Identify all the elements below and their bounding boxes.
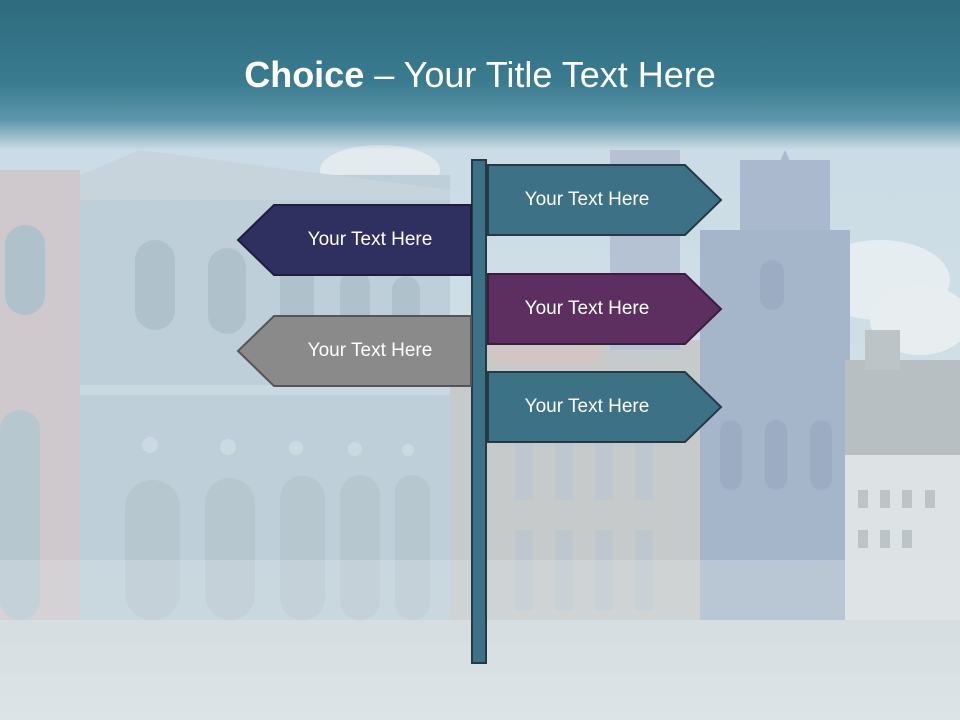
right-arrow-shape	[487, 273, 723, 345]
left-arrow-shape	[236, 204, 472, 276]
sign-2[interactable]: Your Text Here	[236, 204, 472, 276]
sign-1-label: Your Text Here	[524, 189, 650, 210]
sign-4-label: Your Text Here	[307, 340, 433, 361]
sign-1[interactable]: Your Text Here	[487, 164, 723, 236]
right-arrow-shape	[487, 371, 723, 443]
sign-3-label: Your Text Here	[524, 298, 650, 319]
sign-4[interactable]: Your Text Here	[236, 315, 472, 387]
right-arrow-shape	[487, 164, 723, 236]
left-arrow-shape	[236, 315, 472, 387]
title-dash: –	[364, 54, 404, 95]
sign-5[interactable]: Your Text Here	[487, 371, 723, 443]
sign-5-label: Your Text Here	[524, 396, 650, 417]
title-band	[0, 0, 960, 150]
title-rest: Your Title Text Here	[403, 54, 716, 95]
title-bold: Choice	[244, 54, 365, 95]
sign-2-label: Your Text Here	[307, 229, 433, 250]
signpost-pole	[471, 159, 487, 664]
slide-title: Choice – Your Title Text Here	[0, 52, 960, 98]
sign-3[interactable]: Your Text Here	[487, 273, 723, 345]
